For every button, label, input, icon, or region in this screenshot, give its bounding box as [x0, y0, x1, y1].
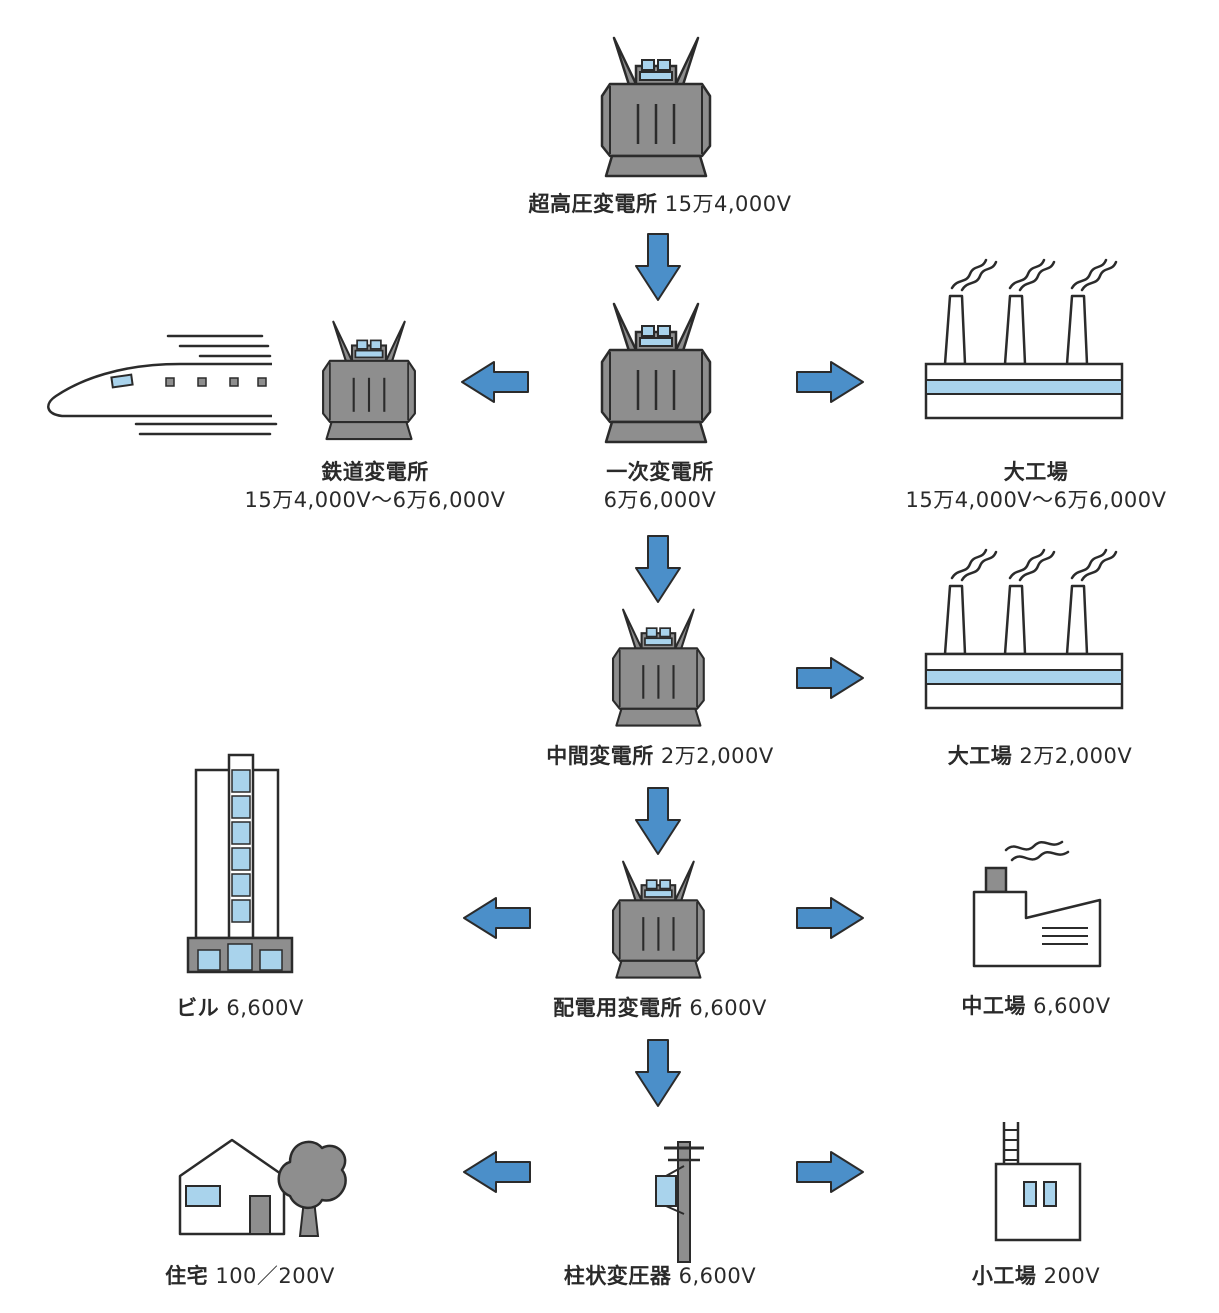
transformer-icon — [611, 860, 705, 979]
factory-icon — [972, 840, 1102, 968]
arrow-icon — [796, 1151, 864, 1193]
arrow-icon — [461, 361, 529, 403]
transformer-icon — [322, 320, 416, 441]
building-icon — [186, 753, 294, 974]
label-medium-factory: 中工場 6,600V — [961, 994, 1111, 1018]
arrow-icon — [796, 361, 864, 403]
label-building: ビル 6,600V — [176, 996, 304, 1020]
arrow-icon — [463, 1151, 531, 1193]
label-house: 住宅 100／200V — [165, 1264, 335, 1288]
utility-pole-icon — [655, 1141, 704, 1263]
arrow-icon — [635, 535, 681, 603]
label-distribution-substation: 配電用変電所 6,600V — [553, 996, 767, 1020]
transformer-icon — [600, 36, 712, 178]
transformer-icon — [611, 608, 705, 727]
train-icon — [47, 334, 278, 436]
arrow-icon — [635, 1039, 681, 1107]
arrow-icon — [796, 897, 864, 939]
arrow-icon — [635, 233, 681, 301]
label-railway-substation: 鉄道変電所 15万4,000V〜6万6,000V — [244, 460, 506, 512]
arrow-icon — [796, 657, 864, 699]
tree-icon — [277, 1140, 347, 1237]
label-ultra-high-substation: 超高圧変電所 15万4,000V — [528, 192, 792, 216]
factory-icon — [924, 548, 1124, 710]
arrow-icon — [635, 787, 681, 855]
label-pole-transformer: 柱状変圧器 6,600V — [563, 1264, 757, 1288]
transformer-icon — [600, 302, 712, 444]
small-factory-icon — [994, 1122, 1082, 1242]
label-intermediate-substation: 中間変電所 2万2,000V — [546, 744, 774, 768]
label-small-factory: 小工場 200V — [971, 1264, 1101, 1288]
arrow-icon — [463, 897, 531, 939]
label-large-factory-2: 大工場 2万2,000V — [947, 744, 1133, 768]
factory-icon — [924, 258, 1124, 420]
house-icon — [178, 1138, 286, 1236]
label-large-factory-1: 大工場 15万4,000V〜6万6,000V — [905, 460, 1167, 512]
label-primary-substation: 一次変電所 6万6,000V — [603, 460, 717, 512]
